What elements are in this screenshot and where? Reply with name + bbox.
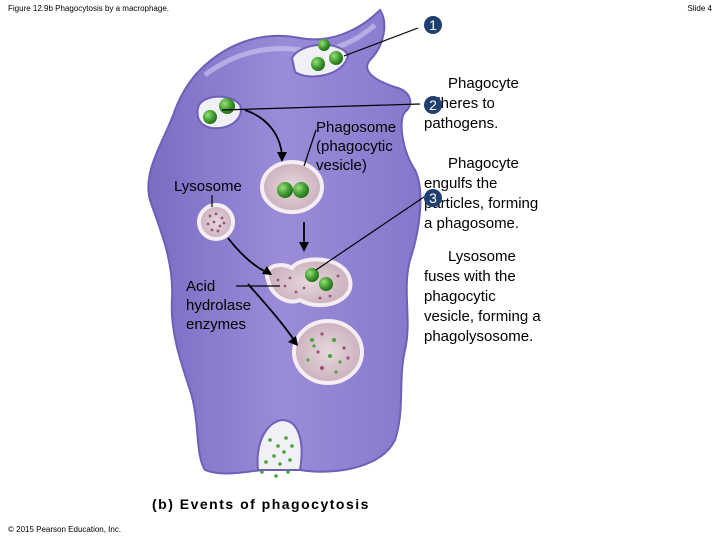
lysosome-label: Lysosome [174,178,242,195]
leader-step3 [315,196,425,271]
pathogen [219,98,235,114]
figure-title: Figure 12.9b Phagocytosis by a macrophag… [8,4,169,13]
step-1-badge: 1 [424,16,442,34]
arrow-lysosome-to-fusion [227,237,267,273]
macrophage-cell [147,8,422,475]
step-2-badge: 2 [424,96,442,114]
engulfing-pocket [196,95,242,130]
process-arrows [227,109,305,341]
pathogen [319,277,333,291]
slide-label: Slide 4 [687,4,712,13]
acid-hydrolase-label: Acid hydrolase enzymes [186,278,252,333]
fusing-enzymes [276,274,340,300]
pathogen [293,182,309,198]
lysosome [197,203,235,241]
pathogen [318,39,330,51]
released-debris [260,436,294,478]
leader-lines [211,27,425,287]
pathogen [329,51,343,65]
digested-particles [306,332,350,374]
step-3-text: Lysosome fuses with the phagocytic vesic… [424,248,541,345]
step-3: 3 Lysosome fuses with the phagocytic ves… [424,187,541,367]
phagolysosome [292,319,364,385]
fusing-phagolysosome [264,257,353,308]
pathogen [311,57,325,71]
arrow-to-phagosome [244,109,283,156]
leader-step1 [343,27,419,57]
phagosome-label: Phagosome (phagocytic vesicle) [316,119,397,174]
pathogen [277,182,293,198]
arrowheads [262,152,309,346]
leader-phagosome [303,129,317,167]
leader-step2 [221,103,421,111]
figure-caption: (b) Events of phagocytosis [152,496,370,512]
pathogen [203,110,217,124]
pathogen [305,268,319,282]
exocytosis-pocket [256,418,303,471]
step-3-badge: 3 [424,189,442,207]
copyright: © 2015 Pearson Education, Inc. [8,525,122,534]
arrow-to-phagolysosome [247,283,295,341]
lysosome-enzymes [206,212,226,233]
